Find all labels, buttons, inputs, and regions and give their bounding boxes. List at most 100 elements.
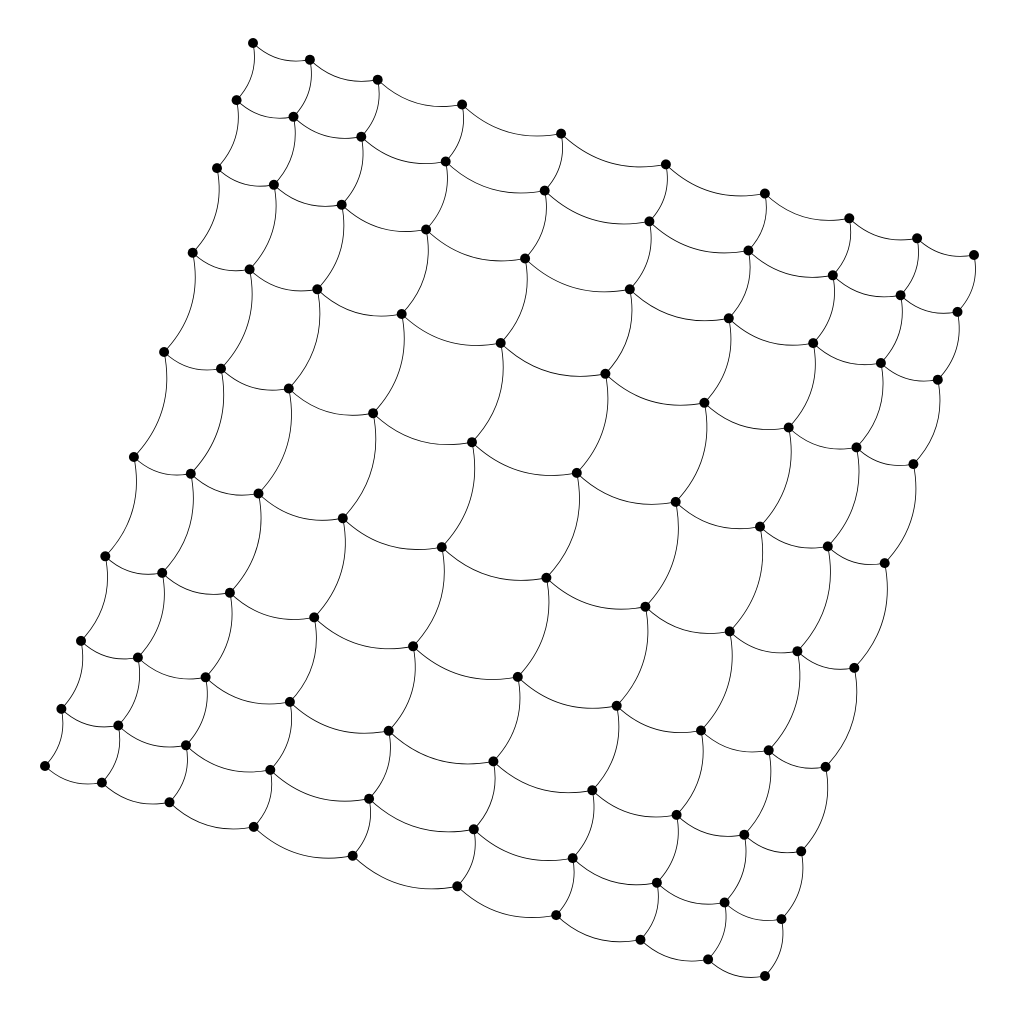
horizontal-edge	[640, 939, 709, 962]
horizontal-edge	[572, 857, 657, 886]
graph-node	[644, 216, 655, 227]
vertical-edge	[473, 761, 496, 830]
vertical-edge	[764, 919, 784, 977]
graph-node	[468, 824, 479, 835]
graph-node	[185, 468, 196, 479]
horizontal-edge	[388, 730, 494, 765]
horizontal-edge	[220, 368, 289, 391]
vertical-edge	[729, 526, 763, 632]
horizontal-edge	[253, 826, 353, 859]
vertical-edge	[317, 204, 345, 290]
vertical-edge	[759, 427, 792, 527]
graph-node	[128, 452, 139, 462]
vertical-edge	[361, 79, 380, 137]
vertical-edge	[44, 708, 64, 767]
vertical-edge	[352, 798, 371, 856]
vertical-edge	[101, 725, 121, 783]
graph-node	[495, 338, 506, 348]
horizontal-edge	[258, 493, 343, 521]
vertical-edge	[676, 730, 704, 816]
horizontal-edge	[473, 829, 573, 861]
graph-node	[624, 284, 635, 295]
horizontal-edge	[192, 252, 250, 272]
vertical-edge	[812, 275, 835, 344]
graph-node	[396, 309, 407, 319]
graph-node	[822, 541, 833, 552]
vertical-edge	[425, 161, 448, 230]
horizontal-edge	[900, 294, 958, 314]
vertical-edge	[880, 295, 903, 364]
graph-node	[265, 764, 276, 775]
vertical-edge	[185, 677, 208, 746]
vertical-edge	[827, 447, 860, 547]
horizontal-edge	[368, 798, 474, 833]
horizontal-edge	[812, 342, 881, 366]
horizontal-edge	[744, 834, 802, 854]
horizontal-edge	[118, 725, 187, 748]
graph-node	[660, 159, 671, 170]
horizontal-edge	[169, 802, 254, 830]
graph-node	[436, 542, 447, 553]
graph-node	[763, 745, 774, 756]
graph-node	[567, 853, 578, 864]
graph-node	[849, 662, 860, 673]
graph-node	[100, 551, 111, 562]
graph-node	[467, 437, 477, 448]
graph-node	[760, 971, 770, 981]
graph-node	[268, 179, 279, 190]
horizontal-edge	[377, 79, 463, 107]
vertical-edge	[192, 168, 220, 253]
vertical-edge	[797, 546, 831, 652]
horizontal-edge	[827, 546, 885, 565]
horizontal-edge	[676, 814, 745, 837]
horizontal-edge	[249, 269, 318, 292]
horizontal-edge	[592, 790, 677, 818]
vertical-edge	[133, 351, 168, 458]
vertical-edge	[572, 790, 595, 859]
horizontal-edge	[293, 116, 362, 139]
vertical-edge	[372, 313, 405, 414]
graph-node	[40, 761, 50, 771]
horizontal-edge	[101, 782, 170, 805]
horizontal-edge	[729, 631, 798, 654]
graph-node	[244, 264, 255, 275]
graph-node	[759, 188, 770, 199]
graph-node	[783, 422, 794, 433]
vertical-edge	[313, 518, 346, 618]
vertical-edge	[704, 318, 732, 404]
vertical-edge	[190, 368, 225, 474]
vertical-edge	[236, 42, 255, 101]
vertical-edge	[744, 750, 772, 835]
graph-node	[113, 720, 124, 731]
vertical-edge	[163, 252, 196, 353]
horizontal-edge	[61, 708, 119, 728]
graph-node	[56, 703, 67, 714]
graph-node	[284, 696, 295, 707]
horizontal-edge	[44, 765, 102, 785]
horizontal-edge	[236, 99, 294, 119]
vertical-edge	[884, 464, 917, 564]
vertical-edge	[832, 218, 852, 276]
graph-node	[337, 513, 348, 524]
horizontal-edge	[832, 275, 901, 298]
graph-node	[908, 459, 919, 470]
horizontal-edge	[797, 650, 855, 670]
graph-node	[512, 671, 523, 682]
graph-node	[96, 777, 107, 788]
horizontal-edge	[163, 351, 222, 371]
vertical-edge	[61, 640, 84, 710]
graph-node	[724, 626, 735, 637]
vertical-edge	[118, 657, 141, 726]
graph-node	[368, 408, 379, 419]
vertical-edge	[675, 402, 708, 503]
vertical-edge	[656, 814, 679, 883]
horizontal-edge	[629, 289, 729, 322]
graph-node	[551, 910, 562, 921]
vertical-edge	[270, 701, 293, 771]
horizontal-edge	[517, 676, 617, 709]
graph-node	[723, 313, 734, 324]
vertical-edge	[216, 100, 239, 169]
graph-node	[187, 247, 198, 258]
vertical-edge	[788, 343, 816, 428]
graph-node	[932, 374, 943, 385]
